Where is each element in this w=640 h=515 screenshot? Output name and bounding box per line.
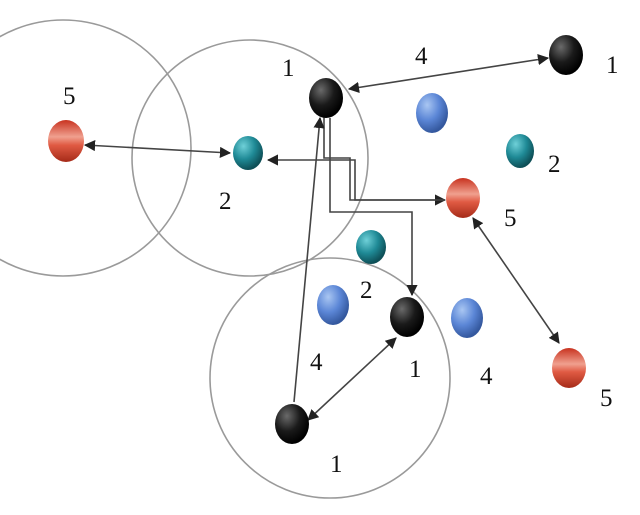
label-bottom-black: 1	[330, 451, 343, 478]
label-center-teal: 2	[360, 277, 373, 304]
link-mid-red-to-right-red	[472, 217, 560, 344]
link-mid-red-to-left-teal	[266, 154, 445, 201]
edge-label-top: 4	[415, 43, 428, 70]
range-circle-bottom	[209, 257, 451, 499]
node-blue-top[interactable]	[416, 93, 448, 133]
node-teal-right[interactable]	[506, 134, 534, 168]
edge-label-bottom: 4	[310, 349, 323, 376]
node-bottom-black[interactable]	[275, 404, 309, 444]
links	[83, 54, 560, 421]
node-top-center[interactable]	[309, 78, 343, 118]
label-mid-red: 5	[504, 205, 517, 232]
node-top-right[interactable]	[549, 35, 583, 75]
link-bottom-black-to-top-center	[293, 116, 325, 403]
link-top-right-to-top-center	[347, 54, 550, 93]
node-mid-red[interactable]	[446, 178, 480, 218]
node-left-teal[interactable]	[233, 136, 263, 170]
node-mid-black[interactable]	[390, 297, 424, 337]
node-blue-mid-right[interactable]	[451, 298, 483, 338]
label-top-right: 1	[606, 52, 619, 79]
link-top-center-to-mid-black	[329, 118, 418, 297]
label-right-red: 5	[600, 385, 613, 412]
nodes	[48, 35, 586, 444]
link-bottom-black-to-mid-black	[307, 337, 397, 421]
label-left-red: 5	[63, 83, 76, 110]
node-center-teal[interactable]	[356, 230, 386, 264]
label-blue-mid-right: 4	[480, 363, 493, 390]
node-blue-mid-left[interactable]	[317, 285, 349, 325]
node-right-red[interactable]	[552, 348, 586, 388]
labels: 1 1 5 2 2 5 2 1 4 5 1 4 4	[63, 43, 619, 478]
link-left-teal-to-left-red	[83, 139, 232, 159]
label-mid-black: 1	[409, 356, 422, 383]
node-left-red[interactable]	[48, 120, 84, 162]
label-top-center: 1	[282, 55, 295, 82]
label-teal-right: 2	[548, 151, 561, 178]
label-left-teal: 2	[219, 188, 232, 215]
